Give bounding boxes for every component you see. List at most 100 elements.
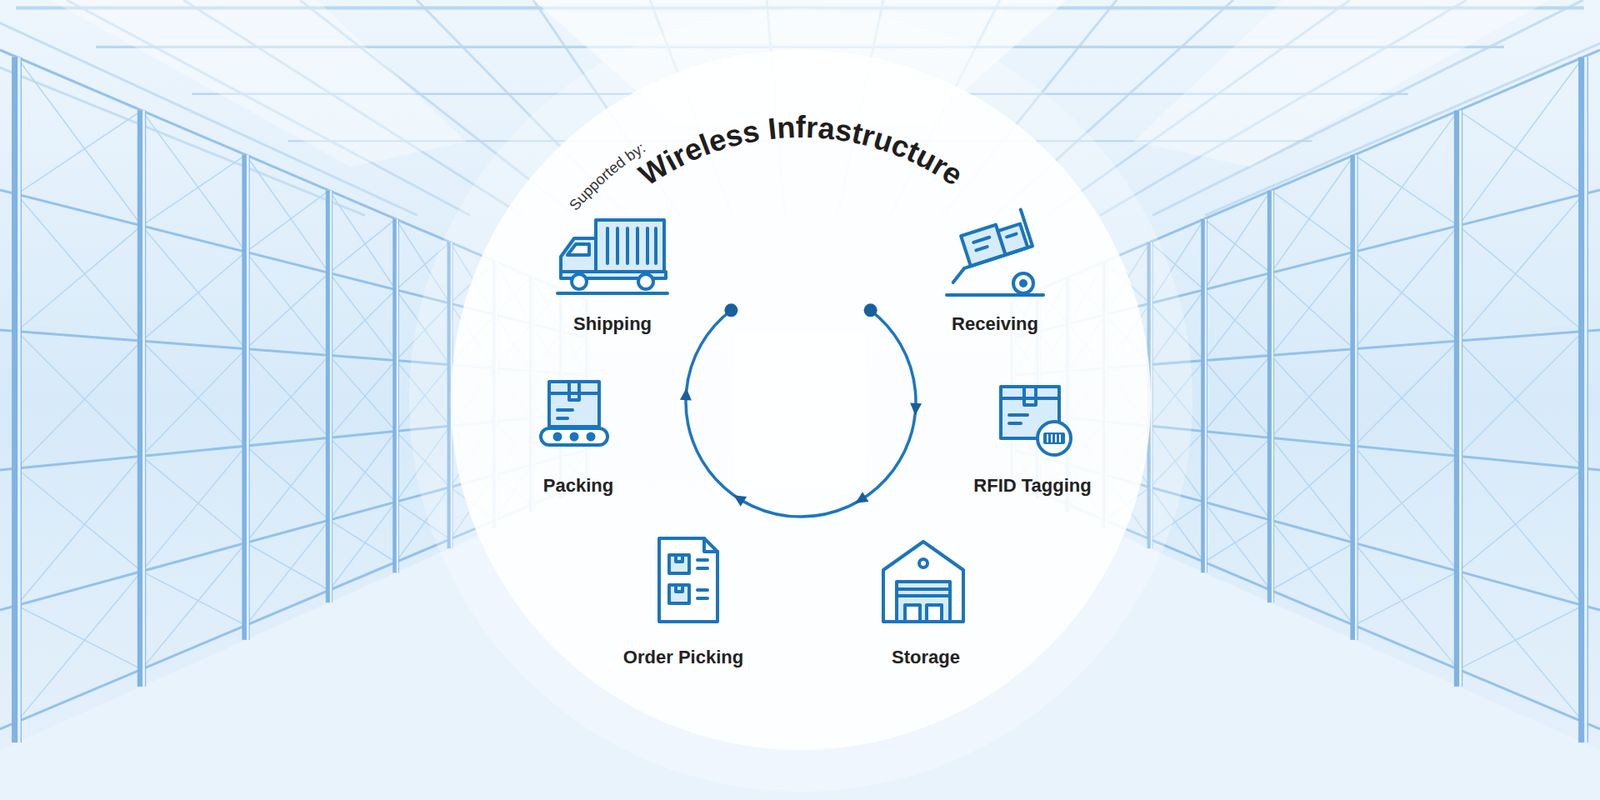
rack-post-highlight [396,219,399,573]
cycle-dot [864,303,878,317]
rack-brace [1204,355,1271,431]
rack-brace [329,430,396,520]
rack-brace [1204,520,1271,562]
order-list-icon [659,538,718,622]
rack-post [11,57,22,744]
rack-brace [1354,571,1459,626]
skylight [50,0,467,167]
rack-brace [1204,430,1271,520]
cycle-illustration [450,50,1151,750]
rack-brace [16,468,142,572]
rack-brace [245,155,330,274]
rack-brace [245,349,330,439]
rack-brace [141,445,246,571]
rack-post-highlight [1271,190,1274,603]
rack-brace [1270,542,1355,590]
rack-brace [16,571,142,723]
rack-brace [1204,190,1271,290]
rack-brace [16,225,142,332]
cycle-arrowhead [733,495,747,507]
rack-brace [245,273,330,350]
rack-brace [1270,445,1355,520]
rack-brace [329,290,396,356]
rack-brace [1458,605,1584,670]
rack-post-highlight [1355,155,1358,640]
rack-brace [245,520,330,625]
rack-brace [1270,520,1355,625]
cycle-arrowhead [910,402,922,415]
rack-post [137,110,146,687]
rack-brace [1354,155,1459,226]
stage-label: Receiving [951,313,1039,335]
rack-brace [245,445,330,520]
rack-post [1578,57,1589,744]
rack-brace [1458,225,1584,332]
rack-post [1267,190,1275,603]
rack-brace [16,455,142,605]
rack-post-highlight [1205,219,1207,573]
rack-brace [141,225,246,350]
rack-brace [245,190,330,253]
rack-brace [1270,273,1355,350]
rack-brace [1354,445,1459,571]
rack-post [241,155,250,640]
rack-post-highlight [246,155,250,640]
rack-brace [1458,455,1584,605]
rack-post [1350,155,1358,640]
rack-post-highlight [330,190,332,603]
rack-post [392,219,400,573]
rack-post [1454,110,1463,687]
rack-brace [1270,155,1355,274]
rack-brace [1354,349,1459,457]
rack-brace [245,437,330,543]
center-disc: Supported by: Wireless Infrastructure Sh… [450,50,1151,750]
rack-brace [141,349,246,457]
rack-brace [329,219,396,274]
rack-brace [1270,349,1355,439]
rack-brace [1270,251,1355,355]
rack-brace [329,273,396,361]
stage-label: Storage [891,646,960,669]
rack-post [1200,219,1208,573]
rack-brace [141,455,246,543]
rack-brace [1354,455,1459,543]
rack-brace [245,542,330,590]
rack-brace [16,331,142,457]
rack-brace [1204,273,1271,361]
rack-brace [1204,437,1271,502]
rack-brace [1270,355,1355,446]
rack-post-highlight [1584,57,1588,744]
rack-brace [329,520,396,562]
rack-brace [141,110,246,253]
title-layer: Supported by: Wireless Infrastructure [450,50,1151,750]
title-text: Wireless Infrastructure [632,110,970,193]
rack-brace [16,194,142,341]
cycle-arrowheads [680,388,922,507]
rack-brace [16,110,142,195]
cycle-dot [724,303,738,317]
rack-brace [141,542,246,670]
rack-brace [1458,110,1584,195]
warehouse-icon [883,541,964,622]
cycle-ring [685,310,916,517]
rack-brace [329,360,396,439]
hand-truck-icon [938,210,1044,295]
subtitle-text: Supported by: [565,139,649,214]
rack-post-highlight [17,57,21,744]
rack-brace [1204,360,1271,439]
rack-brace [1458,57,1584,226]
skylight [1133,0,1550,167]
rack-brace [245,355,330,446]
stage-label: Packing [543,475,614,497]
rack-brace [1458,331,1584,457]
rack-brace [1354,542,1459,670]
rack-brace [1458,340,1584,469]
stage-label: RFID Tagging [973,475,1091,497]
rack-brace [141,571,246,626]
packing-icon [540,381,608,445]
cycle-arrowhead [855,491,869,504]
rack-brace [141,155,246,226]
rack-brace [329,355,396,431]
